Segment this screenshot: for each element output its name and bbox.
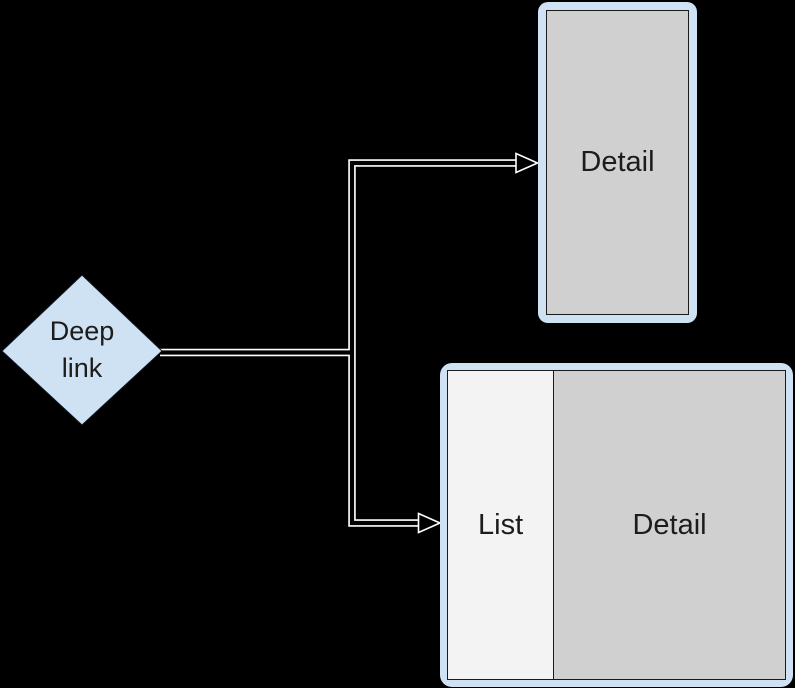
tablet-list-detail-node: List Detail [440, 363, 793, 687]
deep-link-diamond-shape [1, 274, 163, 426]
connector-core-lines [160, 160, 518, 526]
phone-screen: Detail [546, 10, 689, 315]
tablet-screen: List Detail [447, 370, 786, 680]
tablet-detail-pane: Detail [554, 371, 785, 679]
phone-detail-node: Detail [538, 2, 697, 323]
tablet-list-pane: List [448, 371, 555, 679]
tablet-detail-label: Detail [632, 508, 707, 541]
phone-detail-label: Detail [580, 146, 655, 178]
tablet-list-label: List [478, 508, 524, 541]
connector-trunk-core [349, 160, 518, 526]
arrowhead-to-tablet-icon [417, 512, 442, 534]
arrowhead-to-phone-icon [515, 152, 540, 174]
